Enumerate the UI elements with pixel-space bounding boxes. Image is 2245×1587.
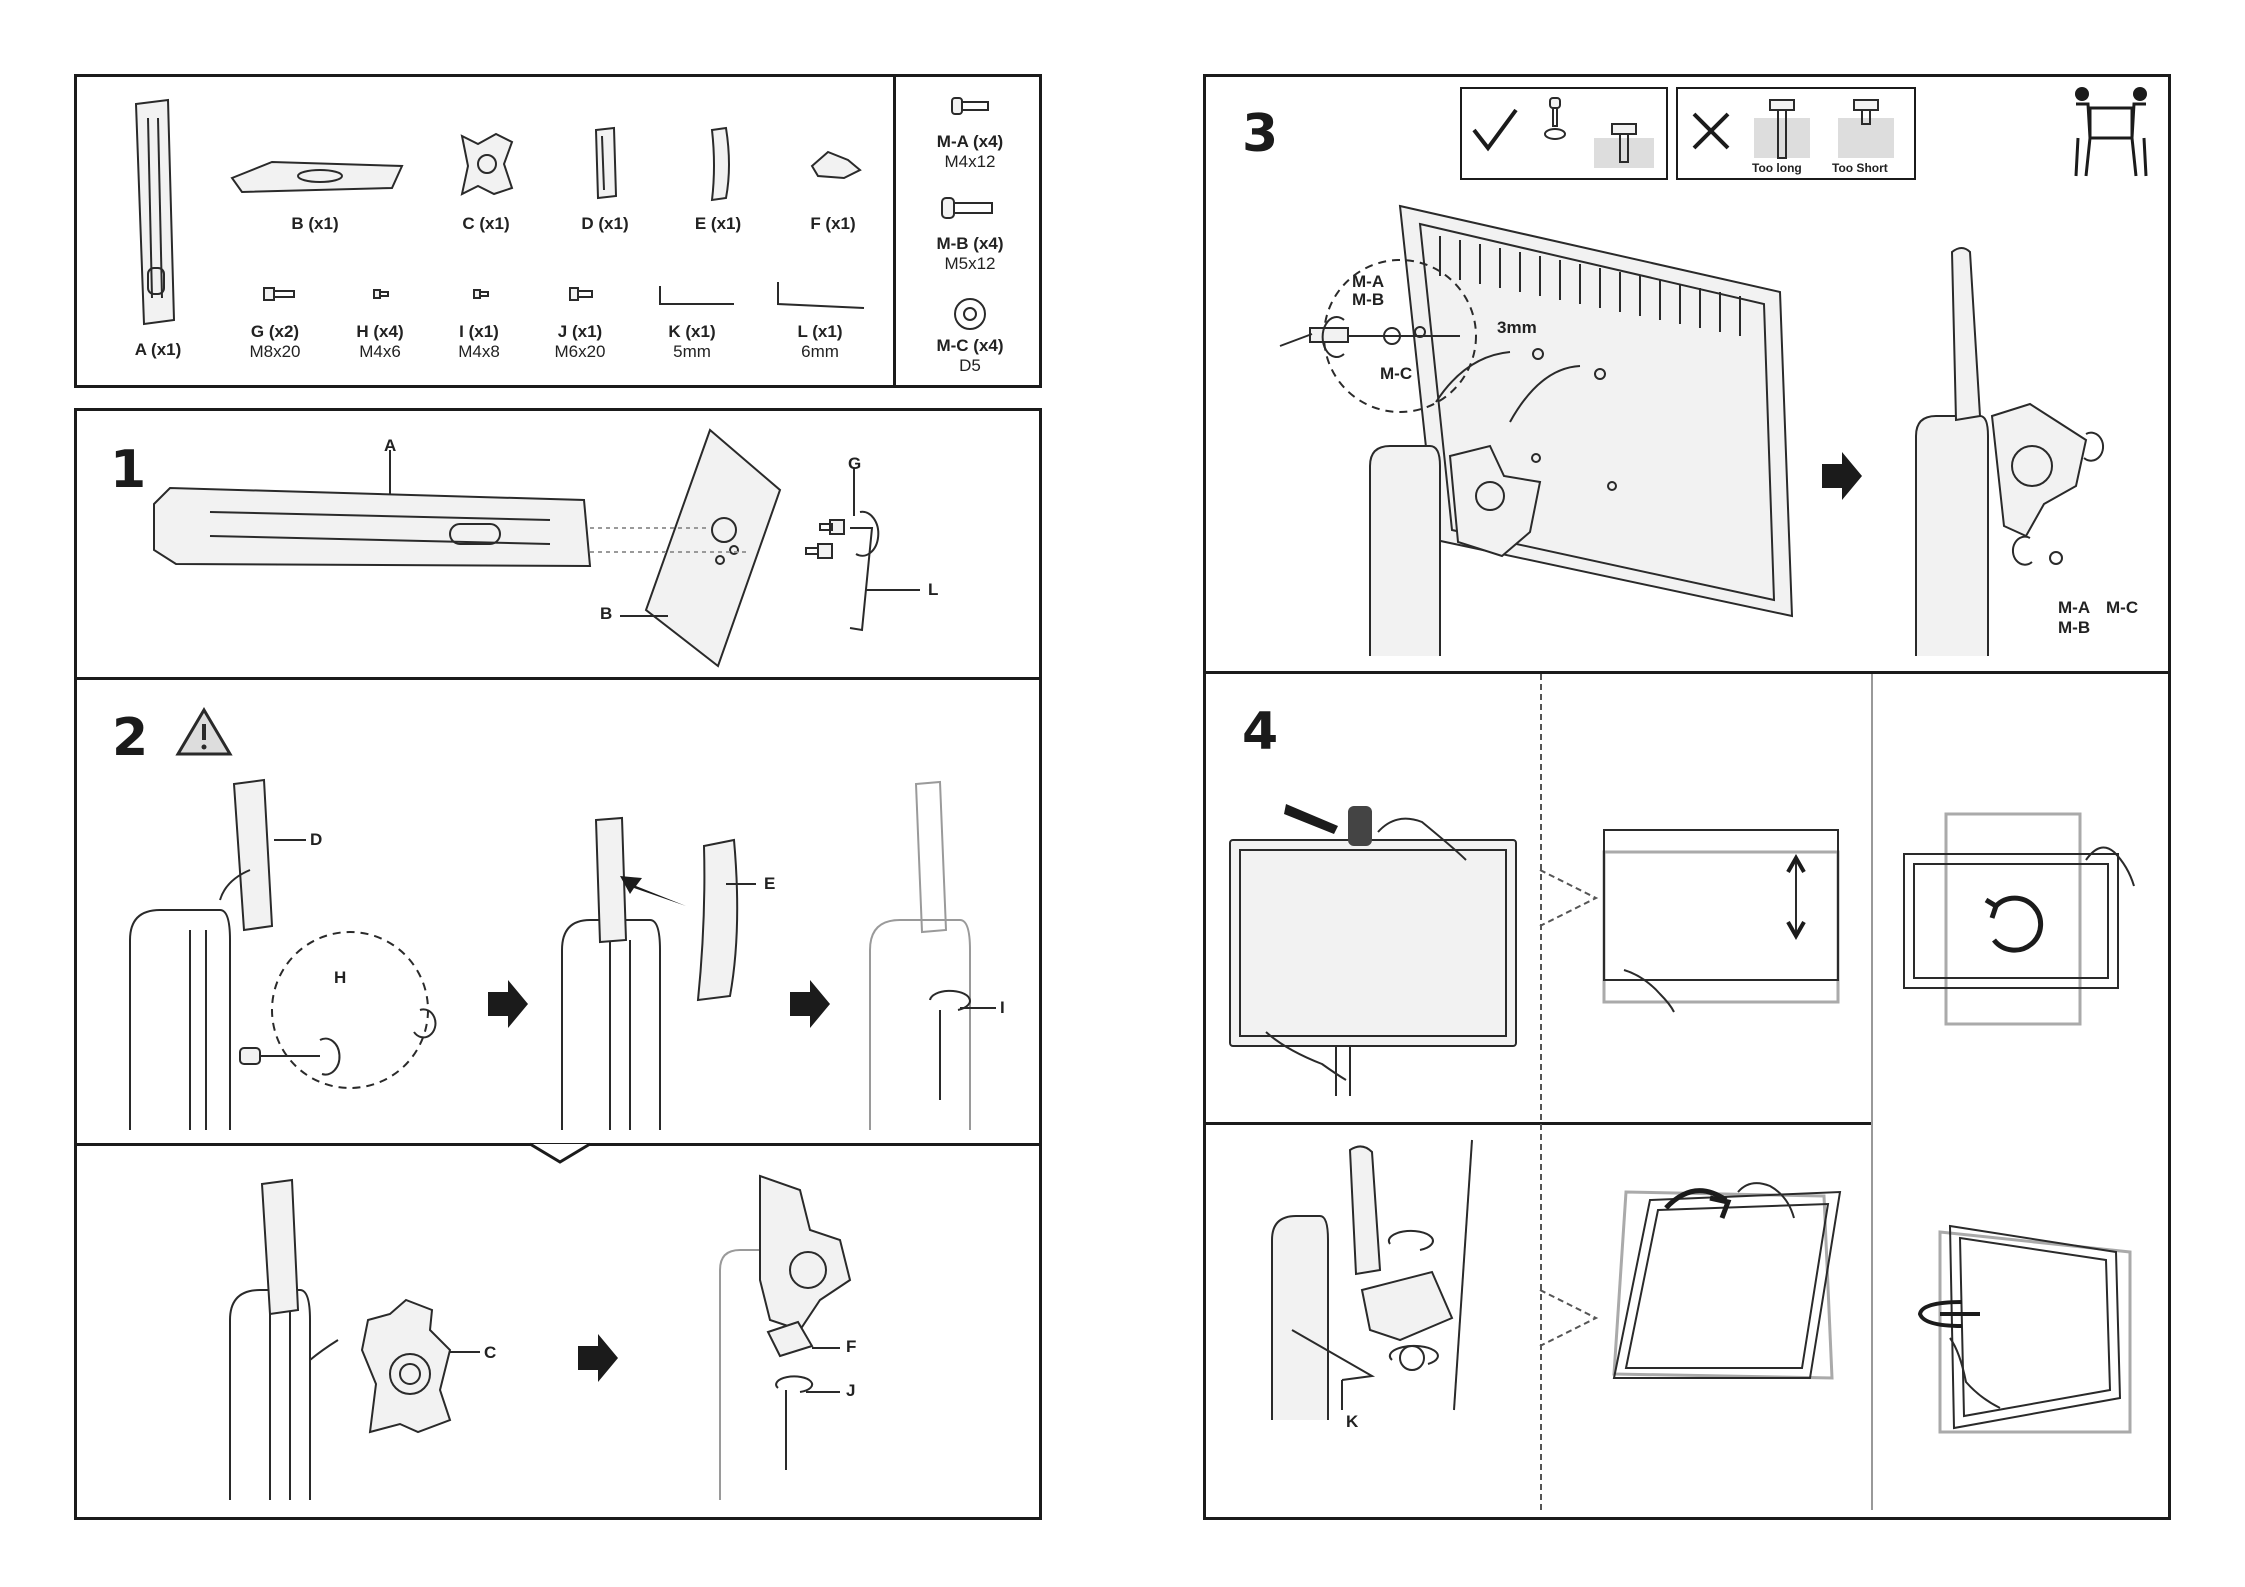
screw-ma-illustration	[950, 96, 990, 116]
part-b-illustration	[232, 158, 402, 198]
part-label: D (x1)	[565, 214, 645, 234]
step-4-tilt-tension-illustration	[1262, 1140, 1502, 1430]
arrow-right-icon	[1822, 452, 1862, 500]
too-short-label: Too Short	[1832, 161, 1888, 175]
arrow-right-icon	[488, 980, 528, 1028]
step-divider	[74, 677, 1042, 680]
part-label: E (x1)	[678, 214, 758, 234]
callout-m-a: M-A	[2058, 599, 2090, 616]
part-label: C (x1)	[446, 214, 526, 234]
step-4-tilt-illustration	[1610, 1178, 1850, 1398]
part-k-hex-key-illustration	[658, 284, 738, 310]
callout-e: E	[764, 875, 775, 892]
part-l-hex-key-illustration	[776, 280, 868, 314]
step-number: 2	[112, 712, 148, 764]
callout-a: A	[384, 437, 396, 454]
callout-k: K	[1346, 1413, 1358, 1430]
too-long-label: Too long	[1752, 161, 1802, 175]
correct-screw-illustration	[1540, 94, 1660, 174]
callout-m-b: M-B	[1352, 291, 1384, 308]
step-number: 1	[110, 444, 146, 496]
step-2-lower-illustration	[200, 1170, 920, 1510]
screw-label: M-C (x4)D5	[920, 336, 1020, 375]
arrow-right-icon	[578, 1334, 618, 1382]
callout-l: L	[928, 581, 938, 598]
part-label: B (x1)	[275, 214, 355, 234]
part-f-illustration	[808, 146, 864, 182]
incorrect-screw-illustration	[1750, 94, 1910, 160]
part-a-illustration	[128, 98, 178, 328]
part-j-illustration	[568, 286, 594, 302]
step-4-swivel-illustration	[1900, 1222, 2140, 1442]
step-1-illustration	[150, 420, 970, 670]
callout-f: F	[846, 1338, 856, 1355]
callout-b: B	[600, 605, 612, 622]
callout-i: I	[1000, 999, 1005, 1016]
part-label: H (x4)M4x6	[340, 322, 420, 361]
washer-mc-illustration	[952, 296, 988, 332]
step-divider	[1203, 1122, 1873, 1125]
section-notch	[530, 1140, 590, 1164]
arrow-right-icon	[790, 980, 830, 1028]
callout-m-b: M-B	[2058, 619, 2090, 636]
callout-g: G	[848, 455, 861, 472]
callout-m-a: M-A	[1352, 273, 1384, 290]
step-divider	[1203, 671, 2171, 674]
step-3-illustration	[1240, 196, 2160, 666]
step-4-height-adjust-illustration	[1226, 800, 1526, 1100]
part-g-illustration	[262, 286, 296, 302]
step-4-rotate-illustration	[1900, 810, 2140, 1030]
part-label: I (x1)M4x8	[439, 322, 519, 361]
warning-triangle-icon	[174, 706, 234, 758]
zoom-indicator	[1540, 870, 1600, 930]
part-c-illustration	[456, 130, 516, 200]
step-number: 3	[1242, 108, 1278, 160]
parts-divider	[893, 74, 896, 388]
callout-m-c: M-C	[1380, 365, 1412, 382]
step-number: 4	[1242, 706, 1278, 758]
screw-label: M-A (x4)M4x12	[920, 132, 1020, 171]
cross-icon	[1690, 110, 1732, 152]
part-e-illustration	[704, 126, 734, 202]
part-h-illustration	[372, 288, 390, 300]
callout-h: H	[334, 969, 346, 986]
callout-d: D	[310, 831, 322, 848]
part-label: G (x2)M8x20	[235, 322, 315, 361]
part-label: J (x1)M6x20	[540, 322, 620, 361]
step-4-vertical-move-illustration	[1600, 826, 1850, 1016]
part-label: K (x1)5mm	[652, 322, 732, 361]
zoom-indicator	[1540, 1290, 1600, 1350]
part-label: L (x1)6mm	[780, 322, 860, 361]
part-label: A (x1)	[118, 340, 198, 360]
callout-c: C	[484, 1344, 496, 1361]
step-2-upper-illustration	[110, 770, 1010, 1140]
part-d-illustration	[590, 126, 620, 200]
panel-divider	[1540, 674, 1542, 1510]
callout-m-c: M-C	[2106, 599, 2138, 616]
screw-mb-illustration	[940, 196, 996, 220]
panel-divider	[1871, 674, 1873, 1510]
screw-label: M-B (x4)M5x12	[920, 234, 1020, 273]
two-person-lift-icon	[2066, 84, 2156, 180]
callout-3mm: 3mm	[1497, 319, 1537, 336]
check-icon	[1470, 106, 1520, 152]
rotate-icon	[1986, 898, 2041, 950]
callout-j: J	[846, 1382, 855, 1399]
part-label: F (x1)	[793, 214, 873, 234]
part-i-illustration	[472, 288, 490, 300]
